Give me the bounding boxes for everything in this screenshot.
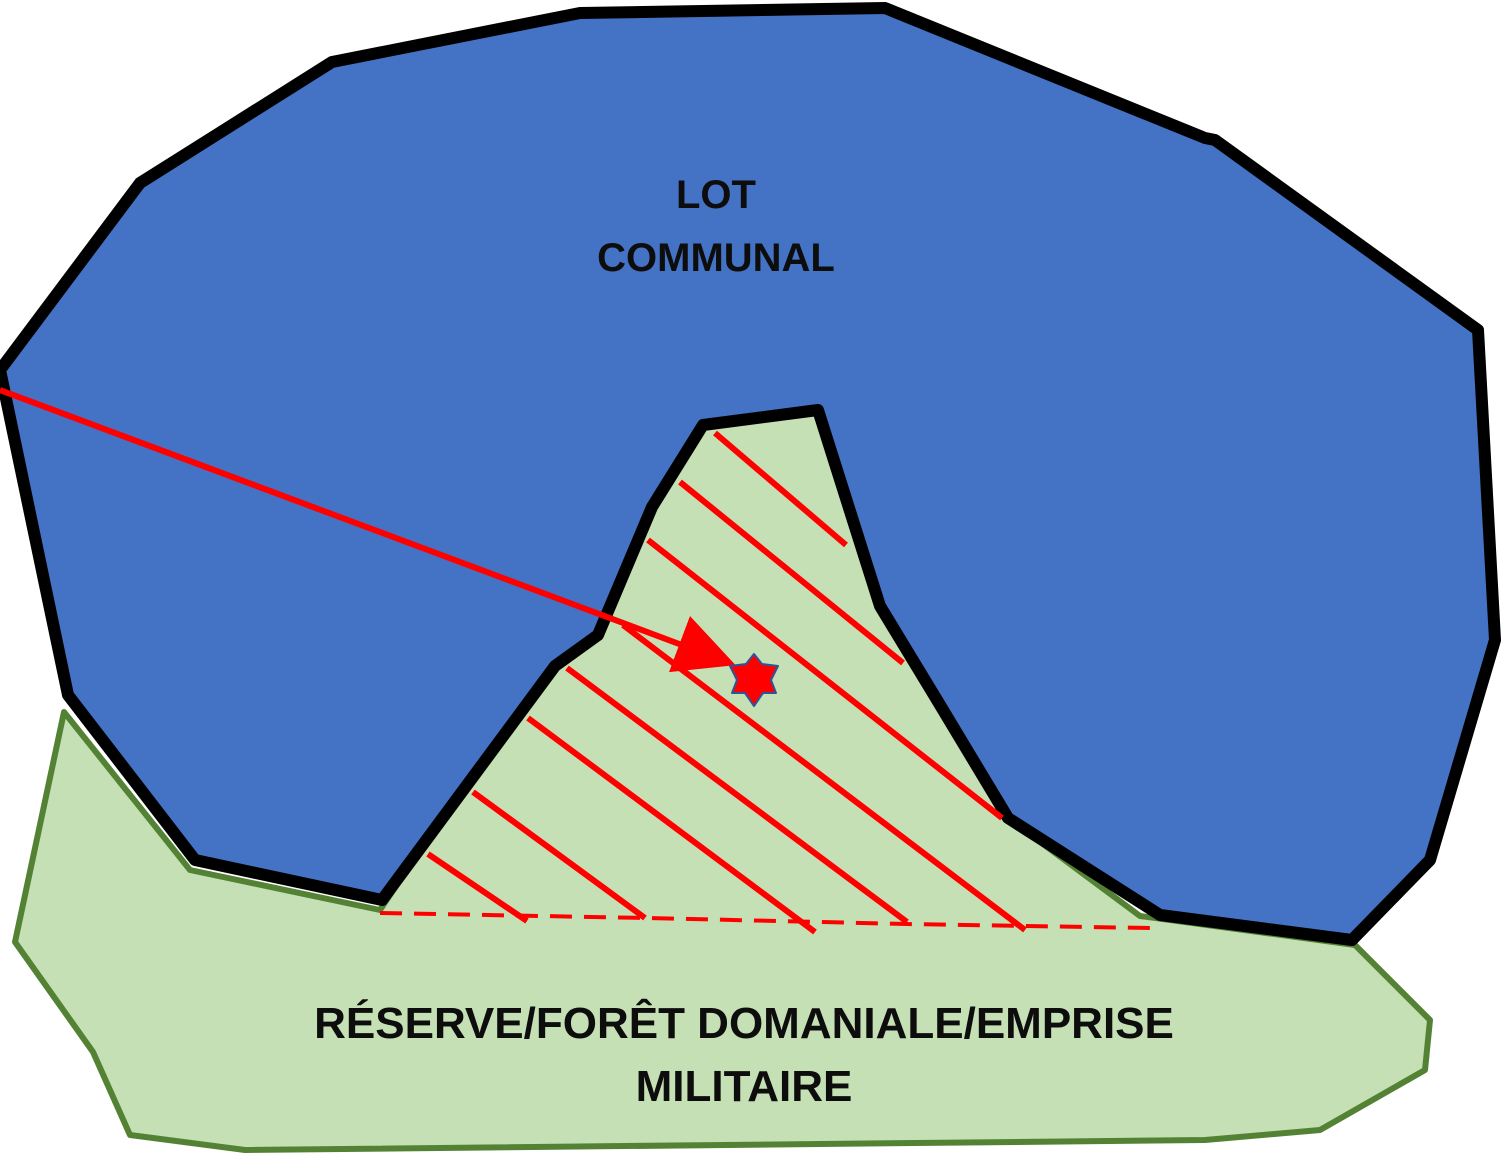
hatch-line [713,430,848,548]
limit-dashed-line [379,911,1151,930]
hatch-line [621,622,1027,933]
hatch-line [646,537,1004,821]
communal-lot-label-line1: LOT [676,173,756,217]
reserve-label-line2: MILITAIRE [636,1062,853,1111]
hatch-line [678,479,905,666]
star-marker-icon [729,653,779,707]
hatch-line [565,665,909,925]
hatch-line [471,789,647,921]
communal-lot-label-line2: COMMUNAL [597,236,835,280]
communal-lot-zone [0,2,1501,946]
reserve-label-line1: RÉSERVE/FORÊT DOMANIALE/EMPRISE [314,998,1174,1048]
hatch-line [426,851,529,924]
encroachment-hatching [426,430,1027,935]
hatch-line [526,715,817,935]
pointer-arrow [0,387,736,673]
